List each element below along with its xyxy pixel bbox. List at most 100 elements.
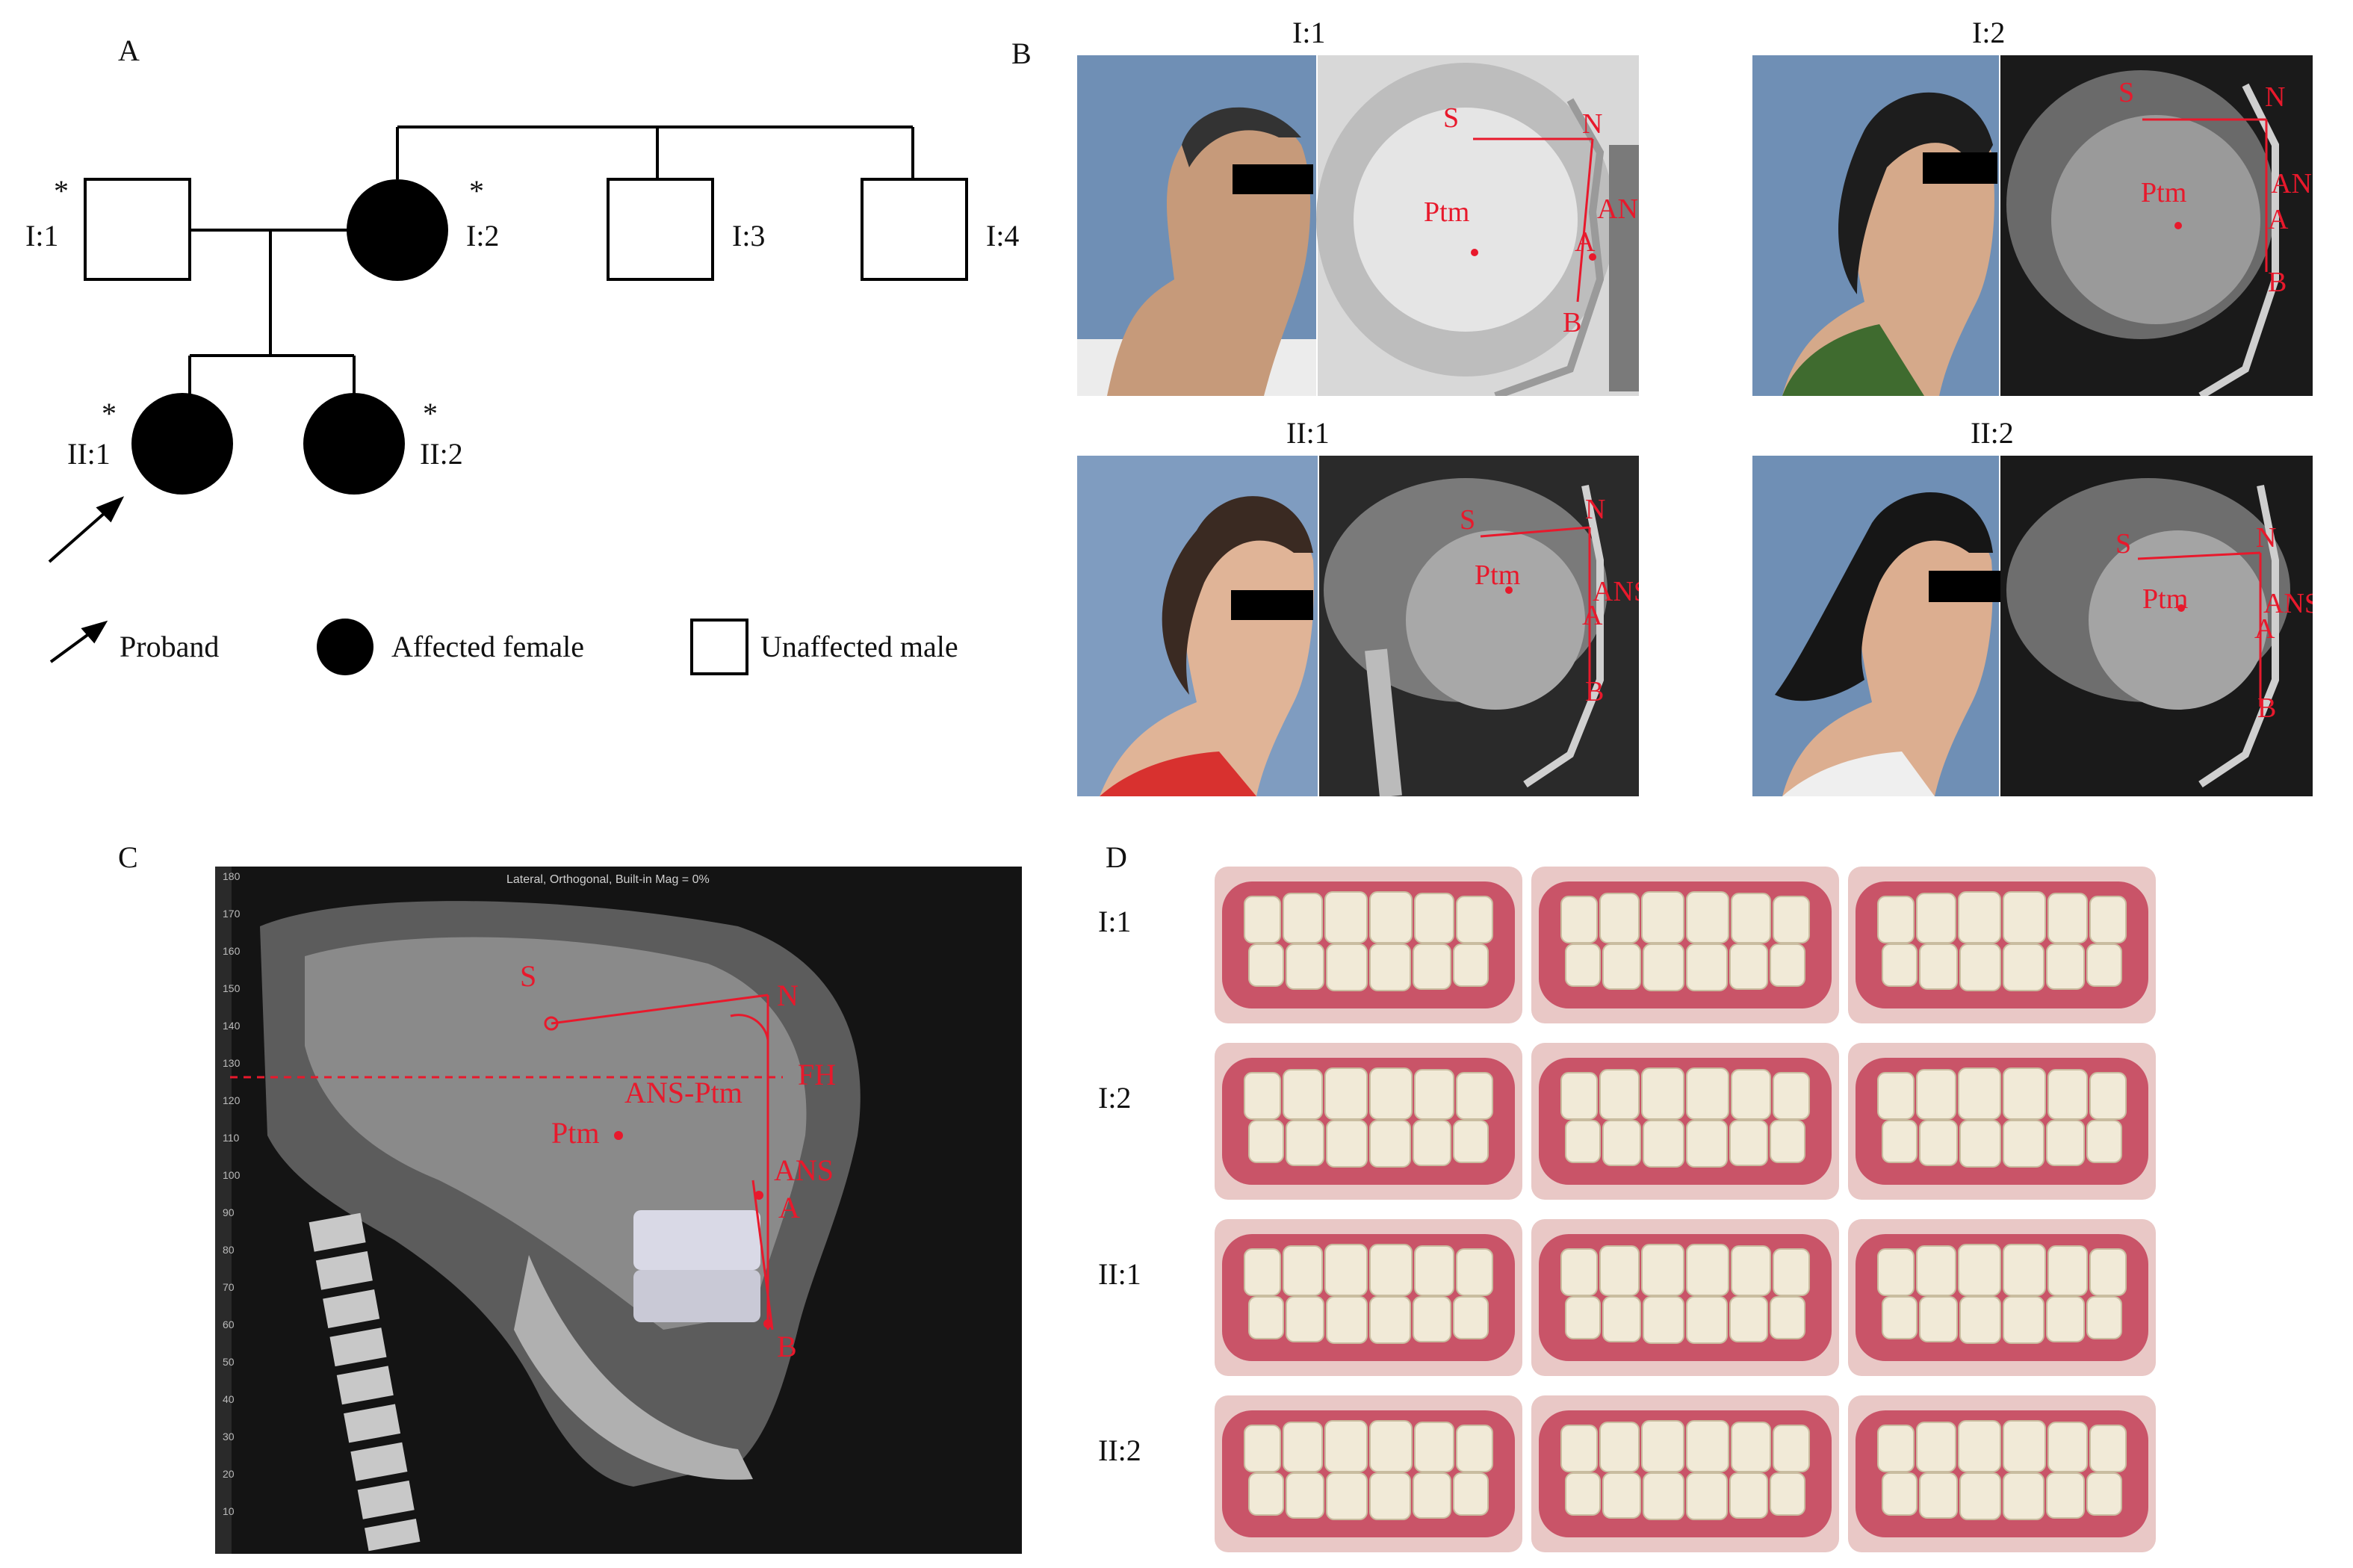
b-ii2-a: A <box>2254 613 2275 645</box>
b-ii2-b: B <box>2257 692 2276 724</box>
b-i1-ans: ANS <box>1597 193 1639 225</box>
legend-affected-label: Affected female <box>391 630 584 663</box>
b-ii1-s: S <box>1460 504 1475 536</box>
label-i3: I:3 <box>732 219 766 252</box>
asterisk-i1: * <box>54 174 69 208</box>
c-sn-line <box>551 994 769 1025</box>
proband-arrow <box>48 496 125 563</box>
panel-label-b: B <box>1011 37 1032 70</box>
c-tick-10: 10 <box>223 1505 235 1517</box>
b-title-ii2: II:2 <box>1971 416 2014 450</box>
descent-line <box>188 230 356 396</box>
b-i1-a: A <box>1575 226 1596 258</box>
b-title-i2: I:2 <box>1972 16 2006 49</box>
b-ii2-sn-line <box>2137 551 2261 560</box>
individual-ii2-circle <box>303 393 405 495</box>
individual-ii1-circle <box>131 393 233 495</box>
legend-unaffected-icon <box>690 619 748 675</box>
c-tick-20: 20 <box>223 1468 235 1480</box>
b-ii1-b: B <box>1585 676 1604 707</box>
d-row-label-i2: I:2 <box>1098 1081 1132 1115</box>
c-cephalogram: 180 170 160 150 140 130 120 110 100 90 8… <box>215 867 1022 1554</box>
c-fh: FH <box>798 1058 836 1091</box>
pedigree-chart <box>48 125 968 675</box>
asterisk-ii1: * <box>102 397 117 430</box>
individual-i3-square <box>607 178 714 281</box>
b-ii1-a: A <box>1582 600 1603 631</box>
c-tick-90: 90 <box>223 1206 235 1218</box>
d-row-label-i1: I:1 <box>1098 905 1132 938</box>
c-tick-110: 110 <box>223 1132 240 1144</box>
c-a: A <box>778 1191 800 1224</box>
b-ii1-n: N <box>1585 494 1605 525</box>
b-ii1-ptm: Ptm <box>1475 560 1520 591</box>
c-tick-160: 160 <box>223 945 241 957</box>
b-ii2-ptm: Ptm <box>2142 583 2188 615</box>
label-ii2: II:2 <box>420 437 463 471</box>
individual-i1-square <box>84 178 191 281</box>
b-ii1-sn-line <box>1480 526 1590 538</box>
c-tick-80: 80 <box>223 1244 235 1256</box>
c-tick-30: 30 <box>223 1431 235 1443</box>
b-figure-ii1: S N Ptm ANS A B <box>1077 456 1639 796</box>
c-tick-70: 70 <box>223 1281 235 1293</box>
c-tick-180: 180 <box>223 870 241 882</box>
asterisk-i2: * <box>469 174 484 208</box>
b-i1-s: S <box>1443 102 1459 134</box>
individual-i2-circle <box>347 179 448 281</box>
d-photo-row-ii1 <box>1215 1218 2157 1377</box>
label-i1: I:1 <box>25 219 59 252</box>
b-i2-s: S <box>2118 77 2134 108</box>
d-photo-row-i1 <box>1215 867 2157 1024</box>
b-title-ii1: II:1 <box>1286 416 1330 450</box>
d-intraoral-grid <box>1215 867 2157 1553</box>
b-ii2-n: N <box>2256 522 2276 554</box>
c-ptm: Ptm <box>551 1116 599 1150</box>
legend-affected-icon <box>317 619 373 675</box>
b-title-i1: I:1 <box>1292 16 1326 49</box>
c-s: S <box>520 959 536 993</box>
c-tick-150: 150 <box>223 982 241 994</box>
panel-label-c: C <box>118 840 138 874</box>
b-i2-n: N <box>2265 81 2285 113</box>
b-i2-b: B <box>2268 267 2287 298</box>
b-figure-i2: S N Ptm ANS A B <box>1752 55 2313 396</box>
sibship-line-gen1 <box>396 125 914 179</box>
b-i2-ans: ANS <box>2271 168 2313 199</box>
b-ii2-ans: ANS <box>2263 588 2313 619</box>
panel-label-a: A <box>118 34 140 67</box>
b-i2-a: A <box>2268 204 2289 235</box>
b-i1-n: N <box>1582 108 1602 140</box>
c-tick-130: 130 <box>223 1057 241 1069</box>
c-tick-100: 100 <box>223 1169 241 1181</box>
legend-unaffected-label: Unaffected male <box>760 630 958 663</box>
c-ans-ptm: ANS-Ptm <box>624 1076 743 1109</box>
label-ii1: II:1 <box>67 437 111 471</box>
c-tick-60: 60 <box>223 1318 235 1330</box>
legend-arrow-icon <box>49 620 108 663</box>
panel-label-d: D <box>1106 840 1127 874</box>
b-ii1-ans: ANS <box>1593 576 1639 607</box>
b-ii2-s: S <box>2115 528 2131 560</box>
label-i4: I:4 <box>986 219 1020 252</box>
c-xray-header: Lateral, Orthogonal, Built-in Mag = 0% <box>506 873 710 886</box>
c-ans: ANS <box>774 1153 834 1187</box>
b-i1-nb-line <box>1576 138 1594 303</box>
d-row-label-ii1: II:1 <box>1098 1257 1141 1291</box>
b-figure-i1: S N Ptm ANS A B <box>1077 55 1639 396</box>
c-tick-50: 50 <box>223 1356 235 1368</box>
c-n: N <box>777 979 799 1012</box>
d-row-label-ii2: II:2 <box>1098 1434 1141 1467</box>
b-i1-b: B <box>1563 307 1581 338</box>
c-tick-40: 40 <box>223 1393 235 1405</box>
individual-i4-square <box>861 178 968 281</box>
c-tick-140: 140 <box>223 1020 241 1032</box>
c-tick-170: 170 <box>223 908 241 920</box>
c-ab-line <box>751 1180 774 1330</box>
b-figure-ii2: S N Ptm ANS A B <box>1752 456 2313 796</box>
legend-proband-label: Proband <box>120 630 220 663</box>
b-i2-ptm: Ptm <box>2141 177 2186 208</box>
label-i2: I:2 <box>466 219 500 252</box>
c-b: B <box>777 1330 797 1363</box>
d-photo-row-ii2 <box>1215 1395 2157 1553</box>
